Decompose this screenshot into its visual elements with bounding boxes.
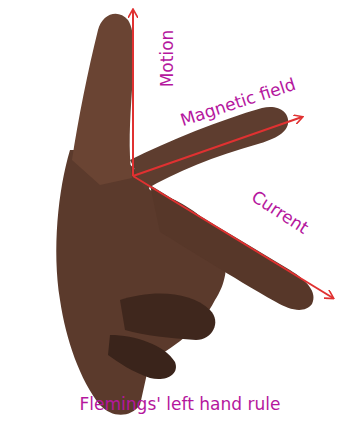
direction-arrows xyxy=(133,10,333,298)
arrow-label: Current xyxy=(249,187,312,236)
hand xyxy=(56,14,313,415)
caption: Flemings' left hand rule xyxy=(80,396,281,413)
arrow-label: Motion xyxy=(159,29,176,87)
